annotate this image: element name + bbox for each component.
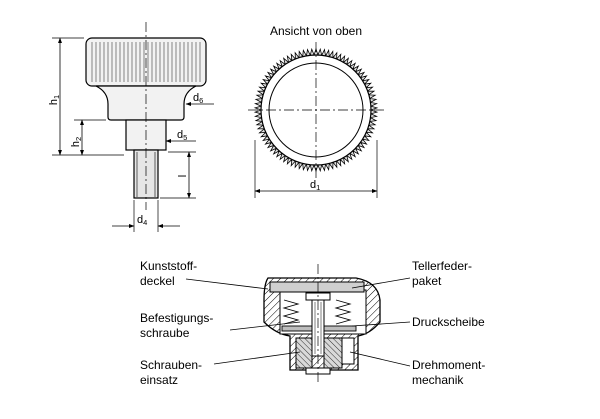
h2-sub: 2	[74, 137, 83, 141]
label-befestigungsschraube: Befestigungs- schraube	[140, 311, 217, 340]
svg-text:d4: d4	[137, 214, 147, 227]
screw-insert	[295, 337, 313, 369]
h1-sub: 1	[52, 95, 61, 99]
l-label: l	[177, 175, 189, 177]
d6-sub: 6	[199, 96, 203, 105]
side-view: h1 h2 l d6 d5	[48, 22, 214, 232]
label-drehmomentmechanik: Drehmoment- mechanik	[412, 358, 489, 387]
top-view-title: Ansicht von oben	[270, 24, 362, 38]
section-view: Kunststoff- deckel Befestigungs- schraub…	[140, 259, 489, 387]
label-druckscheibe: Druckscheibe	[412, 315, 485, 329]
dim-h1: h1	[48, 37, 124, 156]
dim-h2: h2	[70, 119, 106, 156]
plastic-cover	[269, 281, 365, 293]
disc-spring-pack	[282, 299, 352, 325]
d4-sub: 4	[143, 218, 147, 227]
svg-text:h1: h1	[48, 95, 61, 105]
d1-sub: 1	[316, 183, 320, 192]
svg-text:d6: d6	[193, 92, 203, 105]
label-schraubeneinsatz: Schrauben- einsatz	[140, 358, 205, 387]
dim-d1: d1	[254, 140, 378, 198]
dim-d5: d5	[165, 129, 196, 143]
torque-mechanism	[341, 337, 355, 365]
label-kunststoffdeckel: Kunststoff- deckel	[140, 259, 200, 288]
d4-label: d	[137, 214, 143, 226]
h1-label: h	[48, 99, 60, 105]
dim-l: l	[160, 151, 196, 199]
d5-label: d	[177, 129, 183, 141]
d1-label: d	[310, 179, 316, 191]
h2-label: h	[70, 141, 82, 147]
d5-sub: 5	[183, 133, 187, 142]
dim-d4: d4	[112, 200, 180, 232]
d6-label: d	[193, 92, 199, 104]
dim-d6: d6	[185, 92, 214, 106]
top-view: Ansicht von oben d1	[248, 24, 384, 198]
svg-text:h2: h2	[70, 137, 83, 147]
svg-text:d1: d1	[310, 179, 320, 192]
label-tellerfederpaket: Tellerfeder- paket	[412, 259, 475, 288]
svg-text:d5: d5	[177, 129, 187, 142]
leader-lines	[185, 277, 411, 367]
